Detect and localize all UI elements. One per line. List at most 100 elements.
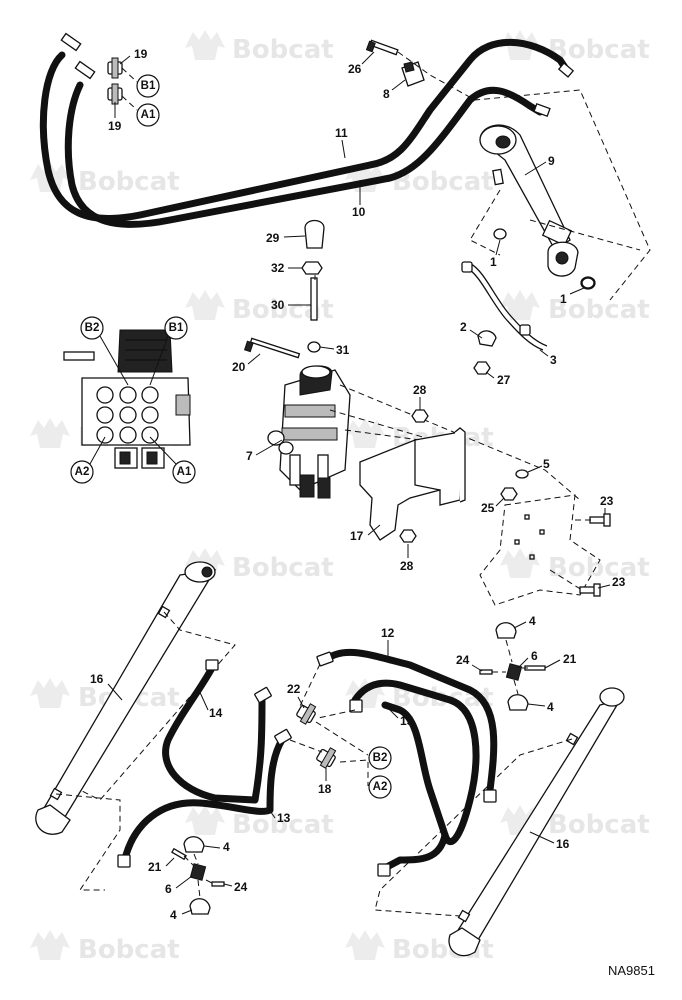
callout-1-left: 1	[490, 255, 497, 269]
fitting-19-lower[interactable]	[107, 83, 123, 105]
callout-6-left: 6	[165, 882, 172, 896]
clamp-assembly-left[interactable]	[171, 836, 225, 915]
callout-5: 5	[543, 457, 550, 471]
callout-11: 11	[335, 126, 348, 140]
callout-23-lower: 23	[612, 575, 626, 589]
svg-text:A2: A2	[373, 781, 388, 793]
callout-16-right: 16	[556, 837, 570, 851]
bobcat-logo-icon	[185, 30, 225, 60]
bobcat-logo-icon	[345, 930, 385, 960]
nut-31[interactable]	[307, 341, 321, 353]
port-circle-a2-bottom: A2	[368, 775, 392, 799]
cylinder-9[interactable]	[479, 124, 596, 290]
washer-5[interactable]	[515, 469, 529, 479]
callout-9: 9	[548, 154, 555, 168]
callout-10: 10	[352, 205, 366, 219]
clamp-2[interactable]	[477, 330, 497, 347]
valve-port-detail	[63, 329, 191, 469]
watermark-text: Bobcat	[548, 35, 650, 65]
port-circle-b1-top: B1	[136, 74, 160, 98]
frame-panel	[479, 494, 601, 606]
drawing-id: NA9851	[608, 963, 655, 978]
knob-29[interactable]	[304, 219, 325, 249]
nut-25[interactable]	[500, 487, 518, 501]
callout-13: 13	[277, 811, 291, 825]
callout-15: 15	[400, 714, 414, 728]
callout-17: 17	[350, 529, 364, 543]
callout-24-left: 24	[234, 880, 248, 894]
hose-fitting-top-left	[60, 32, 575, 117]
o-ring-1-right[interactable]	[581, 277, 595, 289]
callout-1-right: 1	[560, 292, 567, 306]
rod-30[interactable]	[310, 277, 318, 321]
hose-15[interactable]	[349, 679, 480, 877]
callout-7: 7	[246, 449, 253, 463]
bracket-17[interactable]	[359, 427, 466, 541]
bracket-8[interactable]	[401, 61, 425, 87]
hose-10[interactable]	[64, 81, 544, 228]
tube-3[interactable]	[461, 261, 548, 351]
callout-31: 31	[336, 343, 350, 357]
port-circle-a1-valve: A1	[172, 460, 196, 484]
control-valve-7[interactable]	[267, 365, 351, 499]
bobcat-logo-icon	[500, 290, 540, 320]
hose-11[interactable]	[39, 38, 572, 223]
callout-29: 29	[266, 231, 280, 245]
o-ring-1-left[interactable]	[493, 228, 507, 240]
callout-26: 26	[348, 62, 362, 76]
callout-28-upper: 28	[413, 383, 427, 397]
bolt-20[interactable]	[243, 337, 301, 359]
svg-text:B1: B1	[141, 80, 156, 92]
watermark-text: Bobcat	[548, 553, 650, 583]
callout-layer: 19 19 26 8 11 10 9 1 1 2 3 27 29 32 30 3…	[90, 47, 626, 922]
callout-23-upper: 23	[600, 494, 614, 508]
callout-12: 12	[381, 626, 395, 640]
fitting-22[interactable]	[296, 703, 317, 725]
callout-14: 14	[209, 706, 223, 720]
port-circle-a2-valve: A2	[70, 460, 94, 484]
watermark-text: Bobcat	[548, 810, 650, 840]
nut-28-lower[interactable]	[399, 529, 417, 543]
callout-21-left: 21	[148, 860, 162, 874]
bobcat-logo-icon	[30, 678, 70, 708]
svg-text:A1: A1	[177, 466, 192, 478]
callout-4-left-lower: 4	[170, 908, 177, 922]
port-circle-a1-top: A1	[136, 103, 160, 127]
bobcat-logo-icon	[30, 418, 70, 448]
bolt-23-upper[interactable]	[589, 513, 611, 527]
nut-28-upper[interactable]	[411, 409, 429, 423]
svg-text:B2: B2	[373, 752, 388, 764]
watermark-text: Bobcat	[548, 295, 650, 325]
callout-4-right-lower: 4	[547, 700, 554, 714]
watermark-text: Bobcat	[78, 935, 180, 965]
hose-13[interactable]	[117, 728, 292, 868]
callout-8: 8	[383, 87, 390, 101]
callout-22: 22	[287, 682, 301, 696]
bolt-23-lower[interactable]	[579, 583, 601, 597]
callout-19-lower: 19	[108, 119, 122, 133]
callout-32: 32	[271, 261, 285, 275]
svg-text:B1: B1	[169, 322, 184, 334]
svg-text:B2: B2	[85, 322, 100, 334]
callout-28-lower: 28	[400, 559, 414, 573]
cylinder-16-right[interactable]	[448, 687, 625, 957]
callout-3: 3	[550, 353, 557, 367]
svg-text:A2: A2	[75, 466, 90, 478]
callout-6-right: 6	[531, 649, 538, 663]
bolt-26[interactable]	[365, 39, 399, 56]
fitting-19-upper[interactable]	[107, 57, 123, 79]
callout-4-right-upper: 4	[529, 614, 536, 628]
watermark-text: Bobcat	[232, 553, 334, 583]
svg-text:A1: A1	[141, 109, 156, 121]
callout-30: 30	[271, 298, 285, 312]
nut-27[interactable]	[473, 361, 491, 375]
port-circle-b1-valve: B1	[164, 316, 188, 340]
hose-14[interactable]	[162, 659, 272, 804]
hose-12[interactable]	[316, 648, 498, 803]
watermark-text: Bobcat	[78, 167, 180, 197]
fitting-18[interactable]	[316, 747, 337, 769]
callout-25: 25	[481, 501, 495, 515]
nut-32[interactable]	[301, 261, 323, 275]
callout-24-right: 24	[456, 653, 470, 667]
